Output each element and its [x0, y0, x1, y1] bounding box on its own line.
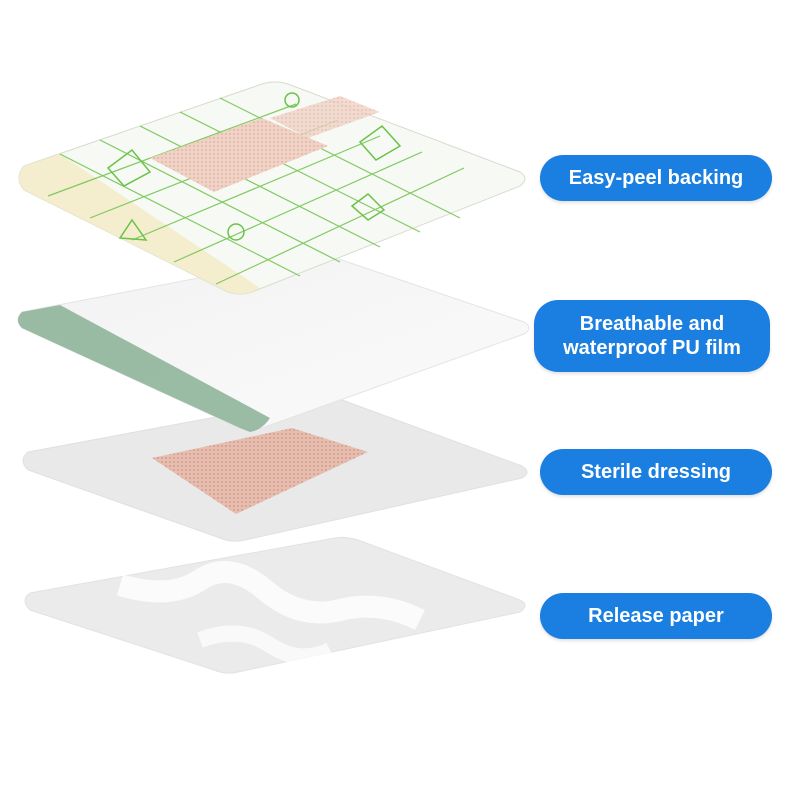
release-paper-layer: [24, 536, 526, 674]
sterile-dressing-layer: [22, 396, 528, 542]
label-pu-film-line2: waterproof PU film: [563, 337, 741, 359]
absorbent-pad: [152, 428, 368, 514]
label-sterile-dressing: Sterile dressing: [540, 449, 772, 495]
label-sterile-dressing-text: Sterile dressing: [580, 461, 732, 483]
label-release-paper: Release paper: [540, 593, 772, 639]
label-release-paper-text: Release paper: [588, 605, 724, 627]
film-edge-strip: [18, 305, 270, 432]
label-easy-peel-backing: Easy-peel backing: [540, 155, 772, 201]
label-pu-film-line1: Breathable and: [579, 313, 725, 335]
pad-window: [150, 118, 328, 192]
label-pu-film: Breathable and waterproof PU film: [534, 300, 770, 372]
label-easy-peel-backing-text: Easy-peel backing: [568, 167, 744, 189]
easy-peel-backing-layer: [18, 81, 526, 295]
